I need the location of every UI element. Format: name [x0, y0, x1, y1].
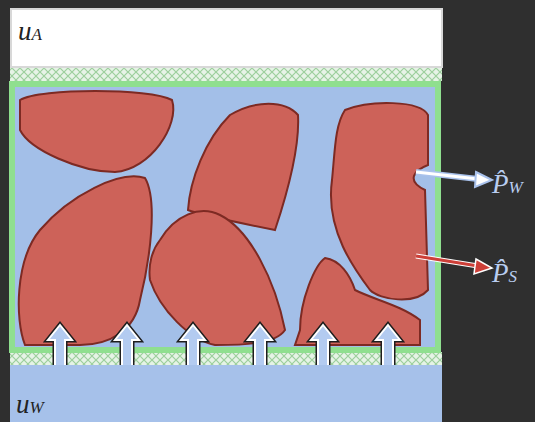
arrow-head [474, 259, 492, 274]
pressure-label: P̂W [492, 165, 523, 198]
pressure-arrows [416, 172, 492, 274]
pressure-label: P̂S [492, 254, 517, 287]
soil-grains [19, 91, 428, 345]
solid-pressure-arrow [416, 256, 478, 266]
grain [149, 211, 285, 345]
grain [20, 91, 173, 172]
water-reservoir-box: uW [10, 365, 442, 422]
air-reservoir-box: uA [10, 8, 443, 68]
water-pressure-arrow [416, 172, 478, 179]
soil-sample-box [12, 84, 438, 350]
membrane-strip [10, 68, 442, 81]
grain [295, 258, 420, 345]
variable-label: uA [18, 12, 42, 45]
grain [19, 177, 152, 345]
variable-label: uW [16, 385, 44, 418]
solid-pressure-arrow [416, 256, 478, 266]
arrow-head [475, 172, 492, 187]
water-pressure-arrow [416, 172, 478, 179]
membrane-strip [10, 352, 442, 365]
